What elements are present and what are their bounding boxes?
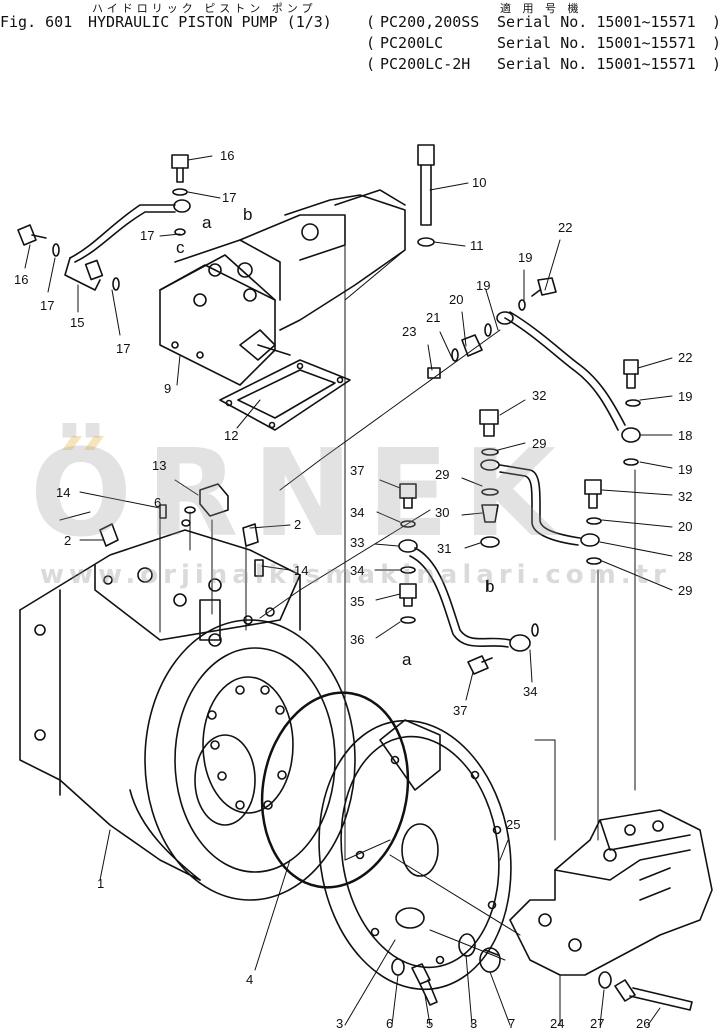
callout-11: 11 [470,238,484,253]
bracket-close: ) [712,55,722,73]
bolt-16 [17,154,189,291]
callout-20: 20 [678,519,693,534]
callout-22: 22 [678,350,693,365]
callout-20: 20 [449,292,464,307]
callout-5: 5 [426,1016,434,1031]
callout-16: 16 [220,148,235,163]
callout-17: 17 [116,341,131,356]
end-cover-3 [318,719,512,991]
callout-29: 29 [532,436,547,451]
small-parts [99,483,264,577]
model-name: PC200LC [380,34,444,52]
callout-10: 10 [472,175,487,190]
model-serial: Serial No. 15001~15571 [497,34,696,52]
callout-2: 2 [294,517,302,532]
bracket-close: ) [712,34,722,52]
connection-letter-b: b [485,577,495,596]
callout-3: 3 [470,1016,478,1031]
o-ring-4 [260,691,410,889]
callout-33: 33 [350,535,365,550]
model-name: PC200,200SS [380,13,480,31]
model-row: ( [366,13,376,31]
regulator-assembly [159,189,406,386]
callout-1: 1 [97,876,105,891]
callout-29: 29 [435,467,450,482]
callout-30: 30 [435,505,450,520]
connection-letter-a: a [402,650,412,669]
callout-18: 18 [678,428,693,443]
callout-15: 15 [70,315,85,330]
callout-13: 13 [152,458,167,473]
callout-19: 19 [678,462,693,477]
connection-letter-c: c [176,238,185,257]
pipe-28 [479,409,600,548]
callout-22: 22 [558,220,573,235]
callout-31: 31 [437,541,452,556]
watermark-url: www.orjinalkismakinalari.com.tr [40,560,671,590]
bolts-22-32 [584,359,641,565]
callout-19: 19 [476,278,491,293]
callout-4: 4 [246,972,254,987]
fittings-right [427,277,557,379]
callout-9: 9 [164,381,172,396]
bracket-close: ) [712,13,722,31]
model-row: ( [366,34,376,52]
jp-title: ハイドロリック ピストン ポンプ [92,2,317,15]
callout-25: 25 [506,817,521,832]
callout-32: 32 [678,489,693,504]
watermark-mark [62,436,104,450]
model-name: PC200LC-2H [380,55,471,73]
callout-26: 26 [636,1016,651,1031]
callout-3: 3 [336,1016,344,1031]
bottom-fasteners [391,933,693,1011]
callout-23: 23 [402,324,417,339]
callout-24: 24 [550,1016,565,1031]
callout-29: 29 [678,583,693,598]
model-serial: Serial No. 15001~15571 [497,55,696,73]
callout-6: 6 [386,1016,394,1031]
fig-label: Fig. 601 [0,13,73,31]
pipe-34 [398,483,539,675]
leader-lines [24,155,673,1026]
callout-35: 35 [350,594,365,609]
pipe-18 [496,311,641,443]
callout-16: 16 [14,272,29,287]
callout-14: 14 [56,485,71,500]
model-serial: Serial No. 15001~15571 [497,13,696,31]
callout-14: 14 [294,563,309,578]
callout-34: 34 [523,684,538,699]
callout-19: 19 [678,389,693,404]
watermark-brand: ÖRNEK [30,425,570,564]
callout-27: 27 [590,1016,605,1031]
callout-17: 17 [140,228,155,243]
pump-body-1 [19,529,356,901]
callout-17: 17 [40,298,55,313]
callout-6: 6 [154,495,162,510]
callout-2: 2 [64,533,72,548]
callout-7: 7 [508,1016,516,1031]
valve-body-24 [509,809,713,976]
callout-34: 34 [350,505,365,520]
callout-34: 34 [350,563,365,578]
connection-letter-b: b [243,205,253,224]
pipe-15 [64,199,191,291]
figure-title: HYDRAULIC PISTON PUMP (1/3) [88,13,332,31]
callout-28: 28 [678,549,693,564]
model-row: ( [366,55,376,73]
callout-37: 37 [453,703,468,718]
callout-21: 21 [426,310,441,325]
callout-32: 32 [532,388,547,403]
connection-letter-a: a [202,213,212,232]
callout-17: 17 [222,190,237,205]
callout-12: 12 [224,428,239,443]
callout-19: 19 [518,250,533,265]
applicability-jp: 適 用 号 機 [500,2,583,15]
bolt-10 [417,144,435,247]
gasket-12 [219,359,351,431]
callout-37: 37 [350,463,365,478]
callout-36: 36 [350,632,365,647]
